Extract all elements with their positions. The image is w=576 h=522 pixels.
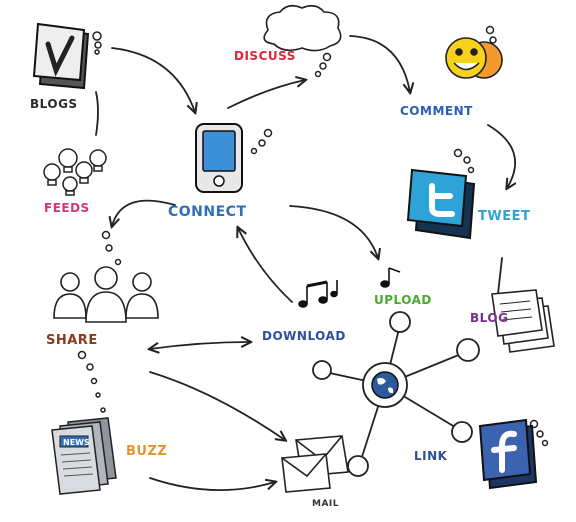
label-discuss: DISCUSS <box>234 49 296 63</box>
arrow-connect-to-feeds <box>112 199 176 226</box>
arrow-buzz-to-mail <box>149 477 275 491</box>
music-notes-icon <box>380 267 401 288</box>
envelopes-icon <box>281 435 349 493</box>
arrow-connect-to-discuss <box>227 80 305 109</box>
line-blogs-to-feeds <box>95 91 99 136</box>
connectors <box>95 35 515 491</box>
label-download: DOWNLOAD <box>262 329 346 343</box>
facebook-icon <box>478 418 538 490</box>
label-link: LINK <box>414 449 448 463</box>
label-blog: BLOG <box>470 311 508 325</box>
arrow-blogs-to-connect <box>111 47 195 112</box>
arrow-download-to-connect <box>238 228 293 303</box>
vimeo-icon <box>32 22 90 90</box>
label-mail: MAIL <box>312 499 339 509</box>
smiley-faces-icon <box>445 37 503 79</box>
documents-stack-icon <box>491 289 555 353</box>
newspaper-title: NEWS <box>63 438 90 447</box>
label-feeds: FEEDS <box>44 201 90 215</box>
lightbulbs-icon <box>43 148 107 196</box>
label-blogs: BLOGS <box>30 97 78 111</box>
arrow-discuss-to-comment <box>349 35 410 92</box>
label-upload: UPLOAD <box>374 293 432 307</box>
label-buzz: BUZZ <box>126 444 167 459</box>
speech-cloud-icon <box>263 4 342 52</box>
arrow-share-to-mail <box>149 371 285 440</box>
label-share: SHARE <box>46 333 98 348</box>
bubble-dots <box>77 25 549 447</box>
arrow-share-download-both <box>150 342 250 349</box>
music-notes-icon <box>298 280 338 308</box>
twitter-icon <box>406 168 476 240</box>
label-comment: COMMENT <box>400 104 473 118</box>
newspaper-icon: NEWS <box>51 417 117 495</box>
globe-icon <box>371 371 399 399</box>
mobile-phone-icon <box>195 123 243 193</box>
arrow-connect-to-upload <box>289 205 378 258</box>
arrow-comment-to-tweet <box>487 124 515 188</box>
label-connect: CONNECT <box>168 204 247 220</box>
people-group-icon <box>53 266 159 323</box>
label-tweet: TWEET <box>478 209 530 224</box>
